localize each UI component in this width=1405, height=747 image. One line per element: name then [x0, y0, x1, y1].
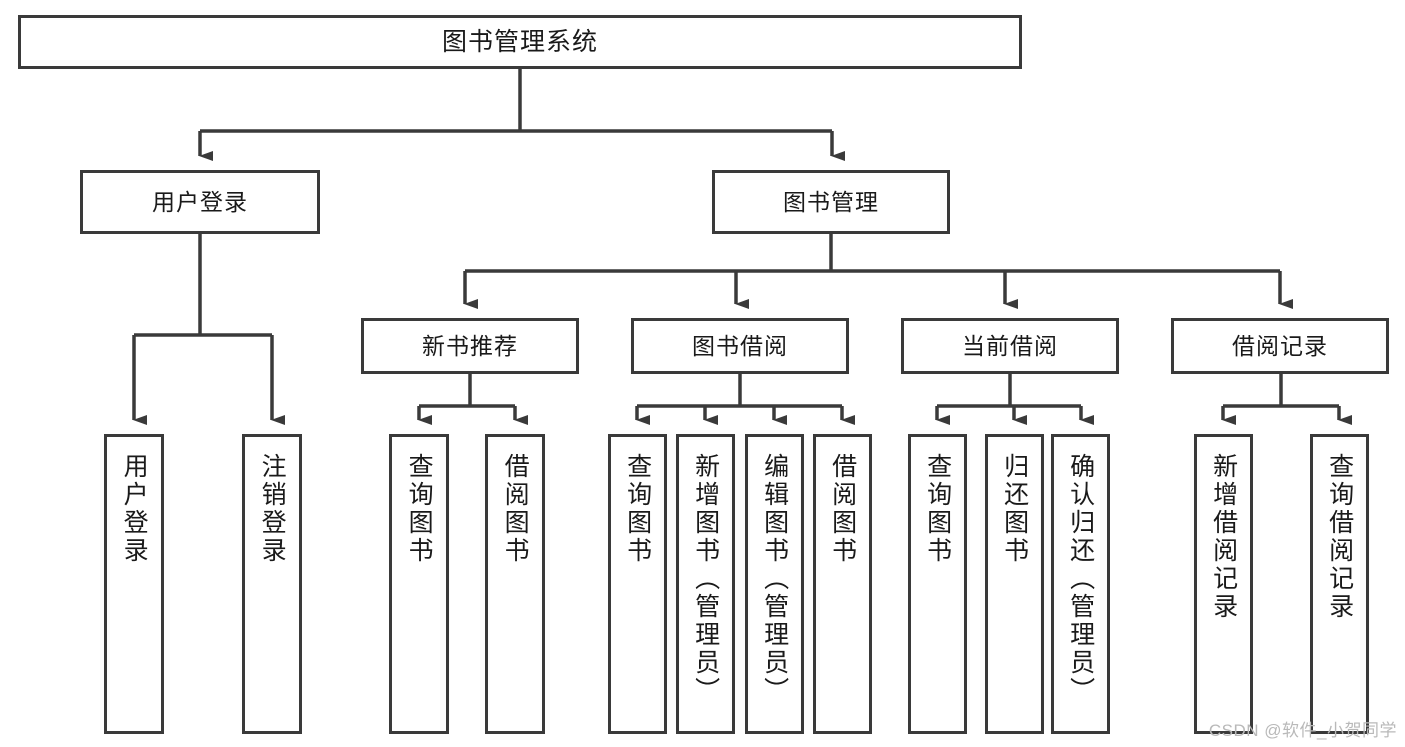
node-new-book-recommend-label: 新书推荐: [422, 332, 518, 359]
leaf-return-books[interactable]: 归还图书: [985, 434, 1044, 734]
leaf-borrow-books-borrow[interactable]: 借阅图书: [813, 434, 872, 734]
node-root-label: 图书管理系统: [441, 27, 598, 56]
leaf-query-borrow-record-label: 查询借阅记录: [1325, 453, 1354, 621]
leaf-borrow-books-recommend[interactable]: 借阅图书: [485, 434, 545, 734]
leaf-edit-book-admin[interactable]: 编辑图书（管理员）: [745, 434, 804, 734]
leaf-query-books-borrow[interactable]: 查询图书: [608, 434, 667, 734]
leaf-borrow-books-recommend-label: 借阅图书: [501, 453, 530, 565]
leaf-query-books-current[interactable]: 查询图书: [908, 434, 967, 734]
leaf-borrow-books-borrow-label: 借阅图书: [828, 453, 857, 565]
leaf-query-books-borrow-label: 查询图书: [623, 453, 652, 565]
leaf-query-books-recommend-label: 查询图书: [405, 453, 434, 565]
leaf-add-book-admin[interactable]: 新增图书（管理员）: [676, 434, 735, 734]
leaf-confirm-return-admin[interactable]: 确认归还（管理员）: [1051, 434, 1110, 734]
node-user-login[interactable]: 用户登录: [80, 170, 320, 234]
node-borrow-record-label: 借阅记录: [1232, 332, 1328, 359]
leaf-confirm-return-admin-label: 确认归还（管理员）: [1066, 453, 1095, 705]
leaf-add-borrow-record[interactable]: 新增借阅记录: [1194, 434, 1253, 734]
node-current-borrow-label: 当前借阅: [962, 332, 1058, 359]
leaf-return-books-label: 归还图书: [1000, 453, 1029, 565]
node-current-borrow[interactable]: 当前借阅: [901, 318, 1119, 374]
leaf-add-borrow-record-label: 新增借阅记录: [1209, 453, 1238, 621]
node-book-management-label: 图书管理: [783, 188, 879, 215]
leaf-query-books-recommend[interactable]: 查询图书: [389, 434, 449, 734]
leaf-user-login[interactable]: 用户登录: [104, 434, 164, 734]
leaf-add-book-admin-label: 新增图书（管理员）: [691, 453, 720, 705]
node-new-book-recommend[interactable]: 新书推荐: [361, 318, 579, 374]
leaf-logout-label: 注销登录: [258, 453, 287, 565]
node-book-borrow-label: 图书借阅: [692, 332, 788, 359]
node-borrow-record[interactable]: 借阅记录: [1171, 318, 1389, 374]
leaf-logout[interactable]: 注销登录: [242, 434, 302, 734]
node-user-login-label: 用户登录: [152, 188, 248, 215]
leaf-user-login-label: 用户登录: [120, 453, 149, 565]
node-root-system[interactable]: 图书管理系统: [18, 15, 1022, 69]
node-book-borrow[interactable]: 图书借阅: [631, 318, 849, 374]
leaf-query-books-current-label: 查询图书: [923, 453, 952, 565]
leaf-query-borrow-record[interactable]: 查询借阅记录: [1310, 434, 1369, 734]
node-book-management[interactable]: 图书管理: [712, 170, 950, 234]
leaf-edit-book-admin-label: 编辑图书（管理员）: [760, 453, 789, 705]
